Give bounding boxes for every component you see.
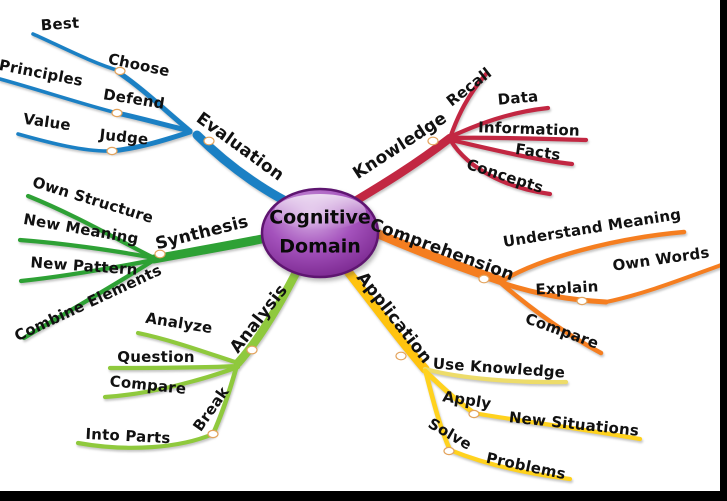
- branch-application: [341, 264, 643, 482]
- node-label-explain[interactable]: Explain: [534, 277, 600, 299]
- branch-analysis: [75, 262, 304, 450]
- node-label-best[interactable]: Best: [40, 13, 80, 35]
- node-label-information[interactable]: Information: [477, 118, 581, 140]
- center-topic-line2: Domain: [279, 236, 361, 258]
- node-label-question[interactable]: Question: [117, 348, 195, 366]
- node-label-data[interactable]: Data: [496, 87, 540, 109]
- branch-synthesis: [17, 193, 272, 341]
- center-topic-label[interactable]: Cognitive Domain: [269, 204, 371, 263]
- branch-knowledge: [347, 71, 589, 208]
- connector-dots: [106, 66, 588, 456]
- center-topic-line1: Cognitive: [269, 206, 371, 229]
- frame-edge-bottom: [0, 491, 727, 501]
- frame-edge-right: [720, 0, 727, 501]
- center-topic-ellipse[interactable]: [260, 187, 380, 279]
